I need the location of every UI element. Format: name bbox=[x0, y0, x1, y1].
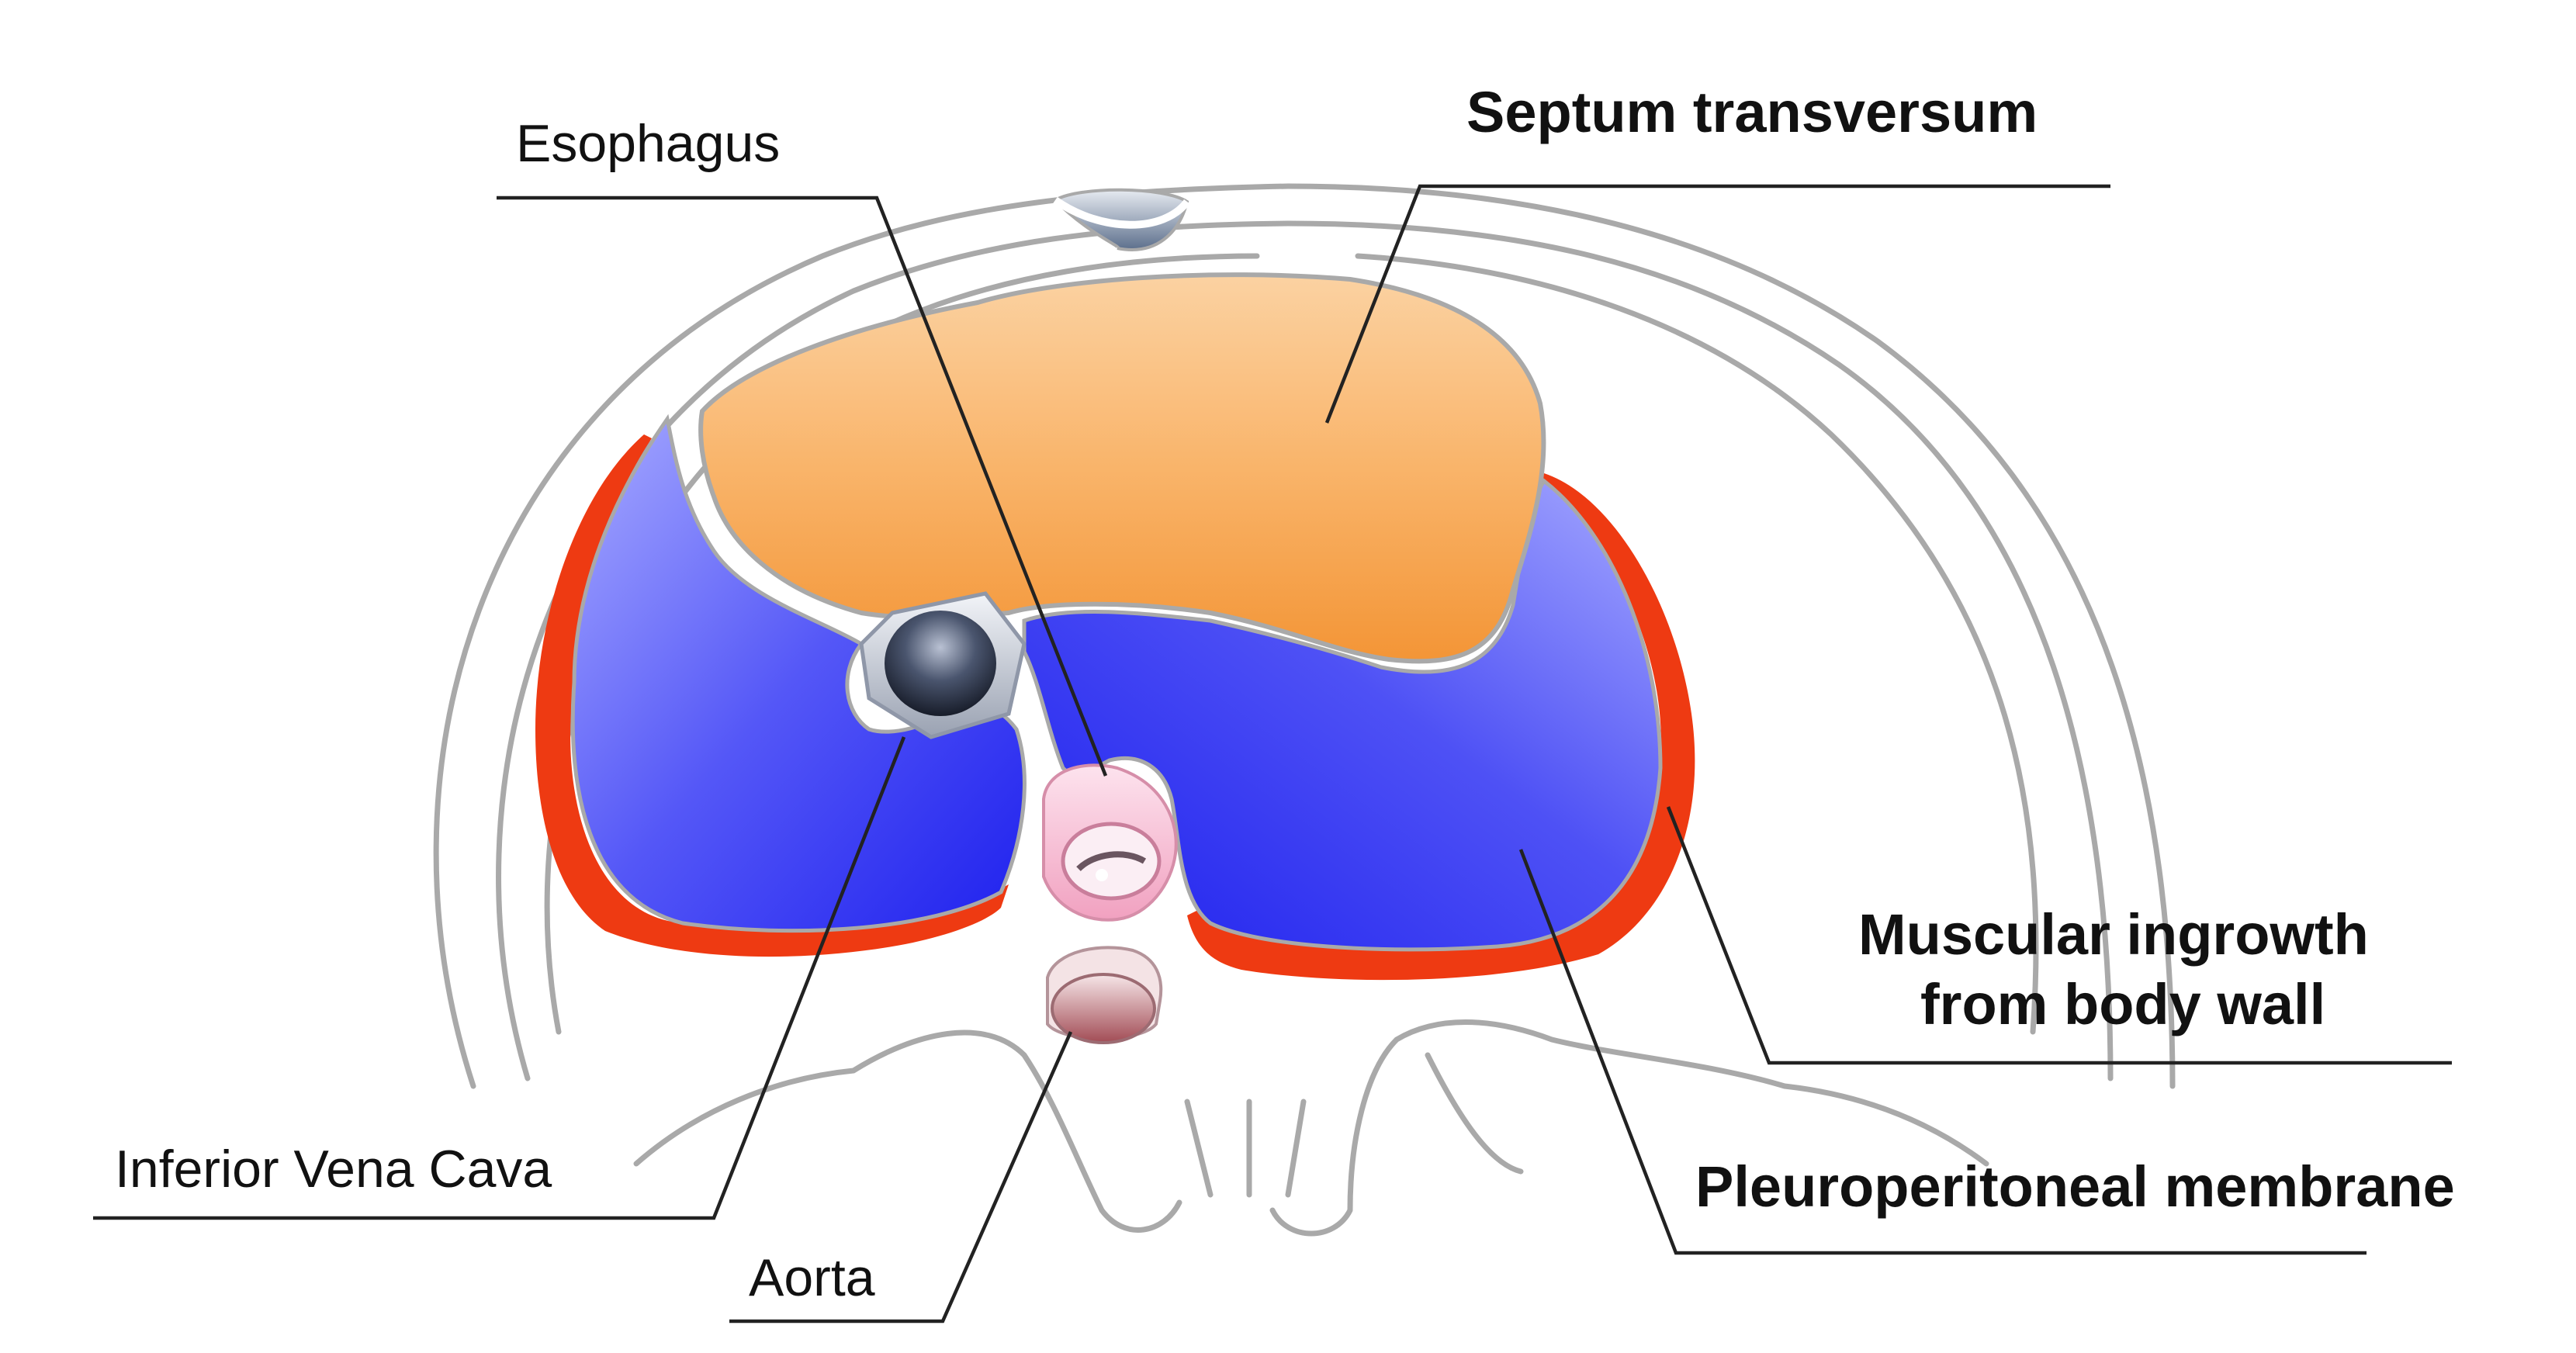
label-muscular-ingrowth-line2: from body wall bbox=[1920, 972, 2325, 1036]
sternum-shape bbox=[1052, 188, 1190, 251]
leader-lines bbox=[93, 184, 2452, 1324]
label-pleuroperitoneal-membrane: Pleuroperitoneal membrane bbox=[1695, 1154, 2455, 1219]
aorta-shape bbox=[1046, 946, 1163, 1044]
label-esophagus: Esophagus bbox=[516, 114, 780, 173]
label-aorta: Aorta bbox=[749, 1248, 875, 1307]
label-septum-transversum: Septum transversum bbox=[1466, 80, 2038, 144]
leader-pleuroperitoneal-membrane bbox=[1518, 849, 2367, 1255]
leader-inferior-vena-cava bbox=[93, 736, 906, 1220]
label-inferior-vena-cava: Inferior Vena Cava bbox=[115, 1140, 552, 1199]
leader-muscular-ingrowth bbox=[1666, 806, 2452, 1065]
vertebra-outline bbox=[633, 1019, 1989, 1237]
leader-septum-transversum bbox=[1324, 184, 2110, 424]
septum-transversum-region bbox=[698, 272, 1546, 664]
labels: Esophagus Septum transversum Muscular in… bbox=[115, 80, 2455, 1307]
leader-aorta bbox=[729, 1031, 1073, 1324]
pleuroperitoneal-membrane-region bbox=[570, 414, 1663, 952]
label-muscular-ingrowth-line1: Muscular ingrowth bbox=[1858, 902, 2369, 967]
inferior-vena-cava-shape bbox=[859, 591, 1027, 739]
esophagus-shape bbox=[1042, 763, 1178, 922]
leader-esophagus bbox=[497, 196, 1108, 777]
